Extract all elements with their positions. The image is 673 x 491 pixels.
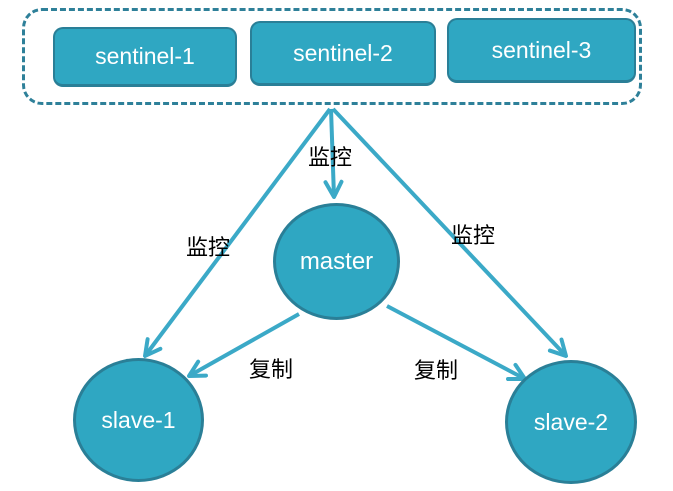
edge-label-monitor-slave1: 监控 xyxy=(185,236,231,261)
sentinel-group-container xyxy=(22,8,642,105)
edge-label-replicate-slave1: 复制 xyxy=(248,358,294,383)
node-master: master xyxy=(273,203,400,320)
node-sentinel-1: sentinel-1 xyxy=(53,27,237,87)
node-sentinel-2: sentinel-2 xyxy=(250,21,436,86)
edge-replicate-slave2-arrow xyxy=(386,304,527,382)
edge-label-monitor-slave2: 监控 xyxy=(450,224,496,249)
edge-replicate-slave1-arrow xyxy=(187,312,300,378)
edge-label-monitor-master: 监控 xyxy=(307,146,353,171)
edge-label-replicate-slave2: 复制 xyxy=(413,359,459,384)
edge-monitor-slave1-arrow xyxy=(143,107,332,358)
node-slave-1: slave-1 xyxy=(73,358,204,482)
node-slave-2: slave-2 xyxy=(505,360,637,484)
edge-monitor-master-arrow xyxy=(323,108,344,199)
edge-monitor-slave2-arrow xyxy=(331,107,568,358)
node-sentinel-3: sentinel-3 xyxy=(447,18,636,83)
